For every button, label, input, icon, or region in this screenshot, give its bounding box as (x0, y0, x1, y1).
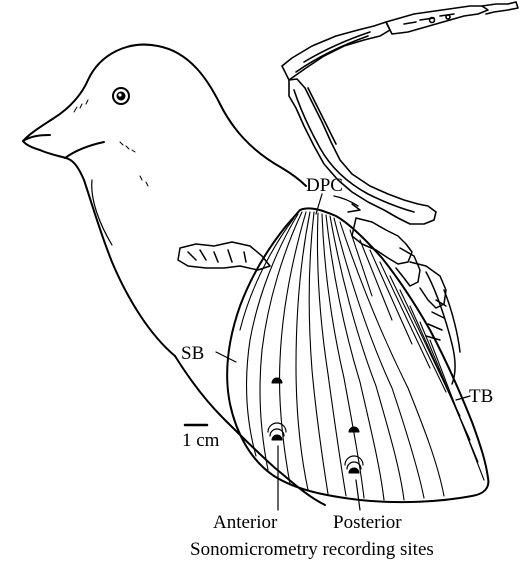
posterior-crystal-upper (349, 427, 359, 432)
posterior-leader-line (356, 480, 360, 510)
sb-pointer-line (216, 352, 236, 362)
figure-caption: Sonomicrometry recording sites (190, 540, 434, 559)
dpc-crest-stroke (334, 196, 358, 206)
face-feather-strokes (74, 100, 148, 186)
anterior-label: Anterior (213, 513, 277, 532)
tb-label: TB (469, 387, 493, 406)
wing-humerus-bone (289, 79, 436, 224)
anterior-crystal-upper (272, 378, 282, 383)
wing-forearm-bones (282, 22, 390, 80)
dpc-label: DPC (306, 176, 343, 195)
posterior-label: Posterior (333, 513, 402, 532)
sb-label: SB (181, 344, 204, 363)
scale-bar-label: 1 cm (182, 431, 219, 450)
eye-icon (113, 88, 129, 104)
pectoralis-muscle (227, 208, 488, 502)
wing-hand-bones (386, 2, 518, 34)
